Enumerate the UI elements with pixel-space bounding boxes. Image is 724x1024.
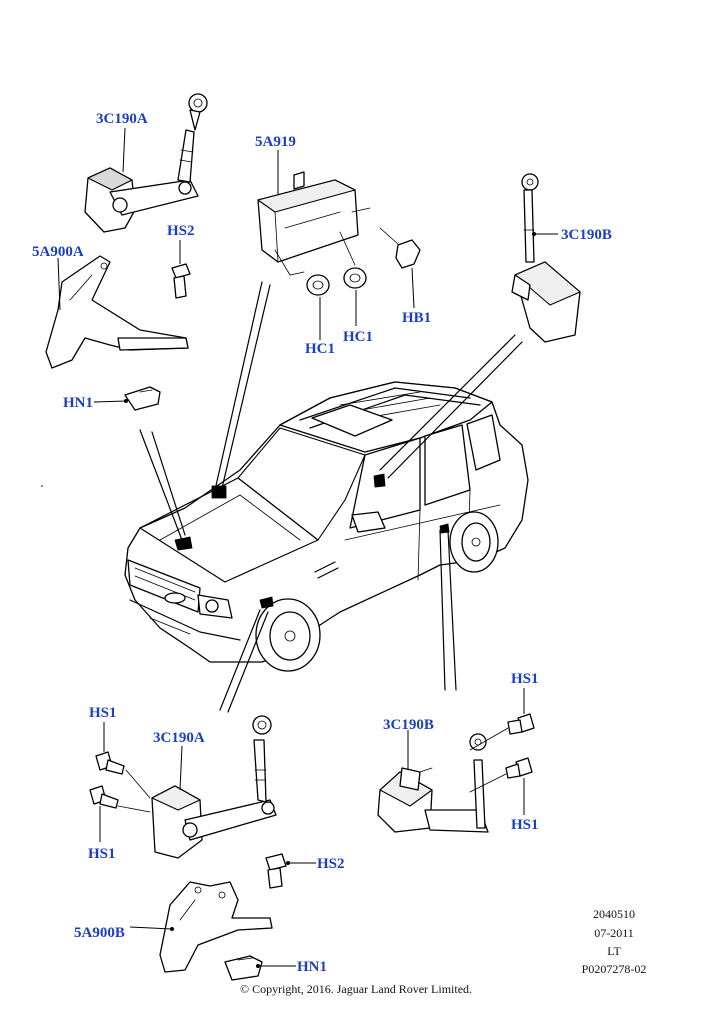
nut-hn1-top	[124, 386, 161, 411]
label-hs1-right-top: HS1	[511, 671, 539, 687]
label-hn1-bottom: HN1	[297, 959, 327, 975]
bracket-5a900a	[45, 255, 189, 369]
label-3c190b-top: 3C190B	[561, 227, 612, 243]
diagram-part-ref: P0207278-02	[582, 962, 647, 976]
diagram-region: LT	[607, 944, 621, 958]
height-sensor-rear-top	[511, 173, 581, 343]
height-sensor-rear-bottom	[377, 733, 489, 833]
label-hn1-top: HN1	[63, 395, 93, 411]
label-hs2-bottom: HS2	[317, 856, 345, 872]
copyright-notice: © Copyright, 2016. Jaguar Land Rover Lim…	[240, 982, 472, 996]
label-3c190a-top: 3C190A	[96, 111, 148, 127]
label-5a900b: 5A900B	[74, 925, 125, 941]
control-module-5a919	[257, 171, 371, 276]
label-hc1-left: HC1	[305, 341, 335, 357]
label-hc1-right: HC1	[343, 329, 373, 345]
height-sensor-front-left-bottom	[151, 715, 277, 859]
label-hs1-left-top: HS1	[89, 705, 117, 721]
bolt-hs1-left-top	[95, 751, 125, 775]
grommet-hc1-left	[306, 274, 330, 296]
bolt-hb1	[379, 227, 421, 269]
callout-labels: 3C190A 5A919 HS2 5A900A 3C190B HB1 HC1 H…	[32, 111, 612, 975]
bolt-hs2-bottom	[265, 853, 287, 889]
label-hs1-right-bottom: HS1	[511, 817, 539, 833]
nut-hn1-bottom	[224, 955, 263, 981]
label-hs2-top: HS2	[167, 223, 195, 239]
grommet-hc1-right	[343, 267, 367, 289]
bolt-hs1-right-bottom	[505, 757, 533, 779]
height-sensor-front-left-top	[84, 93, 208, 233]
bolt-hs1-right-top	[507, 713, 535, 735]
vehicle-illustration	[41, 381, 529, 672]
bracket-5a900b	[159, 881, 273, 973]
label-5a900a: 5A900A	[32, 244, 84, 260]
label-hs1-left-bottom: HS1	[88, 846, 116, 862]
diagram-metadata: 2040510 07-2011 LT P0207278-02	[582, 907, 647, 976]
diagram-date: 07-2011	[594, 926, 634, 940]
label-3c190b-bottom: 3C190B	[383, 717, 434, 733]
diagram-code: 2040510	[593, 907, 635, 921]
label-3c190a-bottom: 3C190A	[153, 730, 205, 746]
label-5a919: 5A919	[255, 134, 296, 150]
label-hb1: HB1	[402, 310, 431, 326]
bolt-hs2-top	[171, 263, 191, 299]
bolt-hs1-left-bottom	[89, 785, 119, 809]
